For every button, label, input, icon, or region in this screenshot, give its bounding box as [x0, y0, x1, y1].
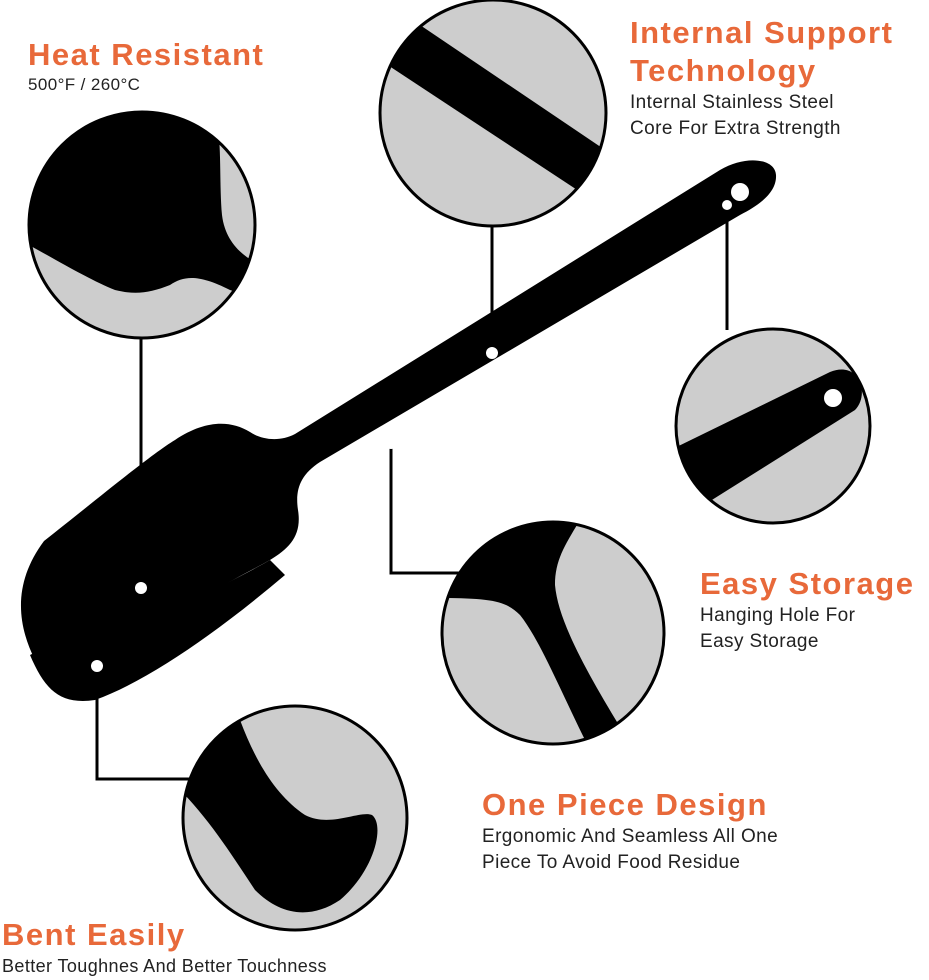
feature-title: Heat Resistant — [28, 37, 265, 72]
dot-heat — [135, 582, 147, 594]
feature-desc-line-1: Internal Stainless Steel — [630, 92, 834, 113]
feature-title-line-1: Internal Support — [630, 15, 894, 50]
hanging-hole — [731, 183, 749, 201]
feature-internal-support: Internal Support Technology Internal Sta… — [630, 14, 893, 142]
callout-connectors — [95, 208, 729, 781]
feature-desc-line-2: Easy Storage — [700, 631, 819, 652]
detail-circle-storage — [674, 327, 872, 525]
detail-circle-design — [440, 520, 666, 746]
detail-circle-bent — [181, 704, 409, 932]
feature-desc: Better Toughnes And Better Touchness — [2, 956, 327, 976]
feature-desc-line-2: Piece To Avoid Food Residue — [482, 852, 741, 873]
feature-desc-line-1: Ergonomic And Seamless All One — [482, 826, 779, 847]
detail-circle-heat — [27, 110, 257, 340]
feature-title: One Piece Design — [482, 787, 768, 822]
feature-desc: 500°F / 260°C — [28, 75, 141, 94]
feature-easy-storage: Easy Storage Hanging Hole For Easy Stora… — [700, 565, 914, 655]
feature-bent-easily: Bent Easily Better Toughnes And Better T… — [2, 916, 327, 978]
feature-title: Bent Easily — [2, 917, 186, 952]
feature-desc-line-1: Hanging Hole For — [700, 605, 856, 626]
feature-one-piece-design: One Piece Design Ergonomic And Seamless … — [482, 786, 778, 876]
detail-circle-support — [378, 0, 608, 228]
callout-dots — [91, 183, 749, 672]
feature-heat-resistant: Heat Resistant 500°F / 260°C — [28, 36, 264, 96]
dot-storage — [722, 200, 732, 210]
dot-support — [486, 347, 498, 359]
feature-title-line-2: Technology — [630, 53, 817, 88]
dot-design — [385, 437, 397, 449]
feature-desc-line-2: Core For Extra Strength — [630, 118, 841, 139]
feature-title: Easy Storage — [700, 566, 915, 601]
dot-bent — [91, 660, 103, 672]
